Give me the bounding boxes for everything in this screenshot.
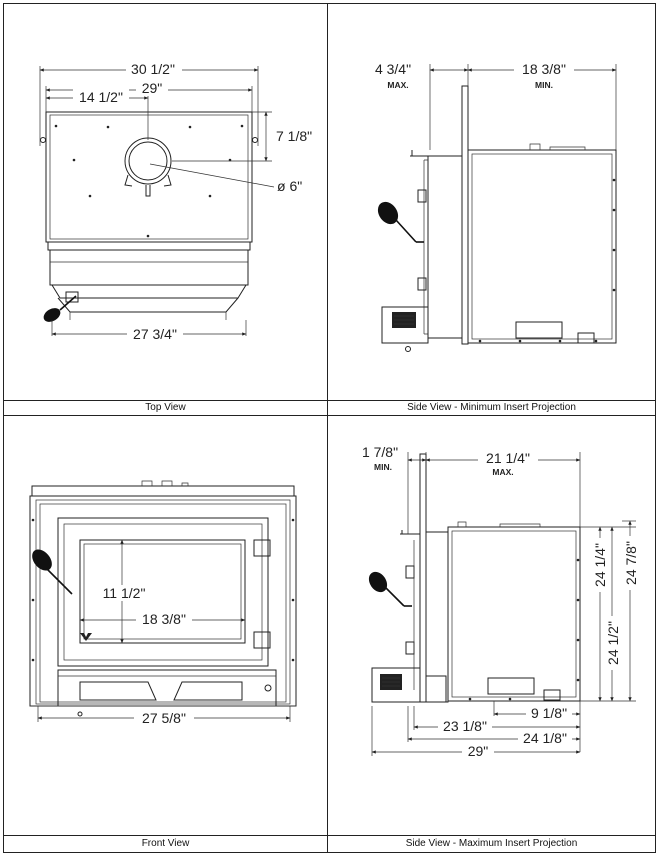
side-min-drawing xyxy=(377,60,617,352)
front-view-drawing xyxy=(29,480,297,726)
front-glass-height-label: 11 1/2" xyxy=(103,585,146,601)
caption-side-max: Side View - Maximum Insert Projection xyxy=(405,838,578,849)
caption-side-min: Side View - Minimum Insert Projection xyxy=(407,402,576,413)
side-max-projection-label: 1 7/8" xyxy=(362,444,398,460)
side-max-depth-3-label: 24 1/8" xyxy=(523,730,567,746)
side-min-projection-label: 4 3/4" xyxy=(375,61,411,77)
side-max-height-1-label: 24 1/4" xyxy=(592,543,608,587)
side-max-depth-4-label: 29" xyxy=(468,743,489,759)
top-bottom-width-label: 27 3/4" xyxy=(133,326,177,342)
side-max-height-3-label: 24 7/8" xyxy=(623,541,639,585)
caption-top-view: Top View xyxy=(145,402,186,413)
front-glass-width-label: 18 3/8" xyxy=(142,611,186,627)
side-max-projection-note: MIN. xyxy=(374,462,392,472)
top-flue-offset-label: 7 1/8" xyxy=(276,128,312,144)
top-half-width-label: 14 1/2" xyxy=(79,89,123,105)
side-max-depth-1-label: 9 1/8" xyxy=(531,705,567,721)
front-overall-width-label: 27 5/8" xyxy=(142,710,186,726)
side-max-depth-label: 21 1/4" xyxy=(486,450,530,466)
side-min-projection-note: MAX. xyxy=(387,80,408,90)
side-max-depth-note: MAX. xyxy=(492,467,513,477)
side-max-drawing xyxy=(368,450,640,759)
top-inner-width-label: 29" xyxy=(142,80,163,96)
side-max-depth-2-label: 23 1/8" xyxy=(443,718,487,734)
side-min-depth-label: 18 3/8" xyxy=(522,61,566,77)
caption-front-view: Front View xyxy=(141,838,190,849)
top-view-drawing xyxy=(39,61,275,342)
top-flue-diameter-label: ø 6" xyxy=(277,178,302,194)
side-max-height-2-label: 24 1/2" xyxy=(605,621,621,665)
top-overall-width-label: 30 1/2" xyxy=(131,61,175,77)
side-min-depth-note: MIN. xyxy=(535,80,553,90)
panel-grid xyxy=(3,3,656,853)
